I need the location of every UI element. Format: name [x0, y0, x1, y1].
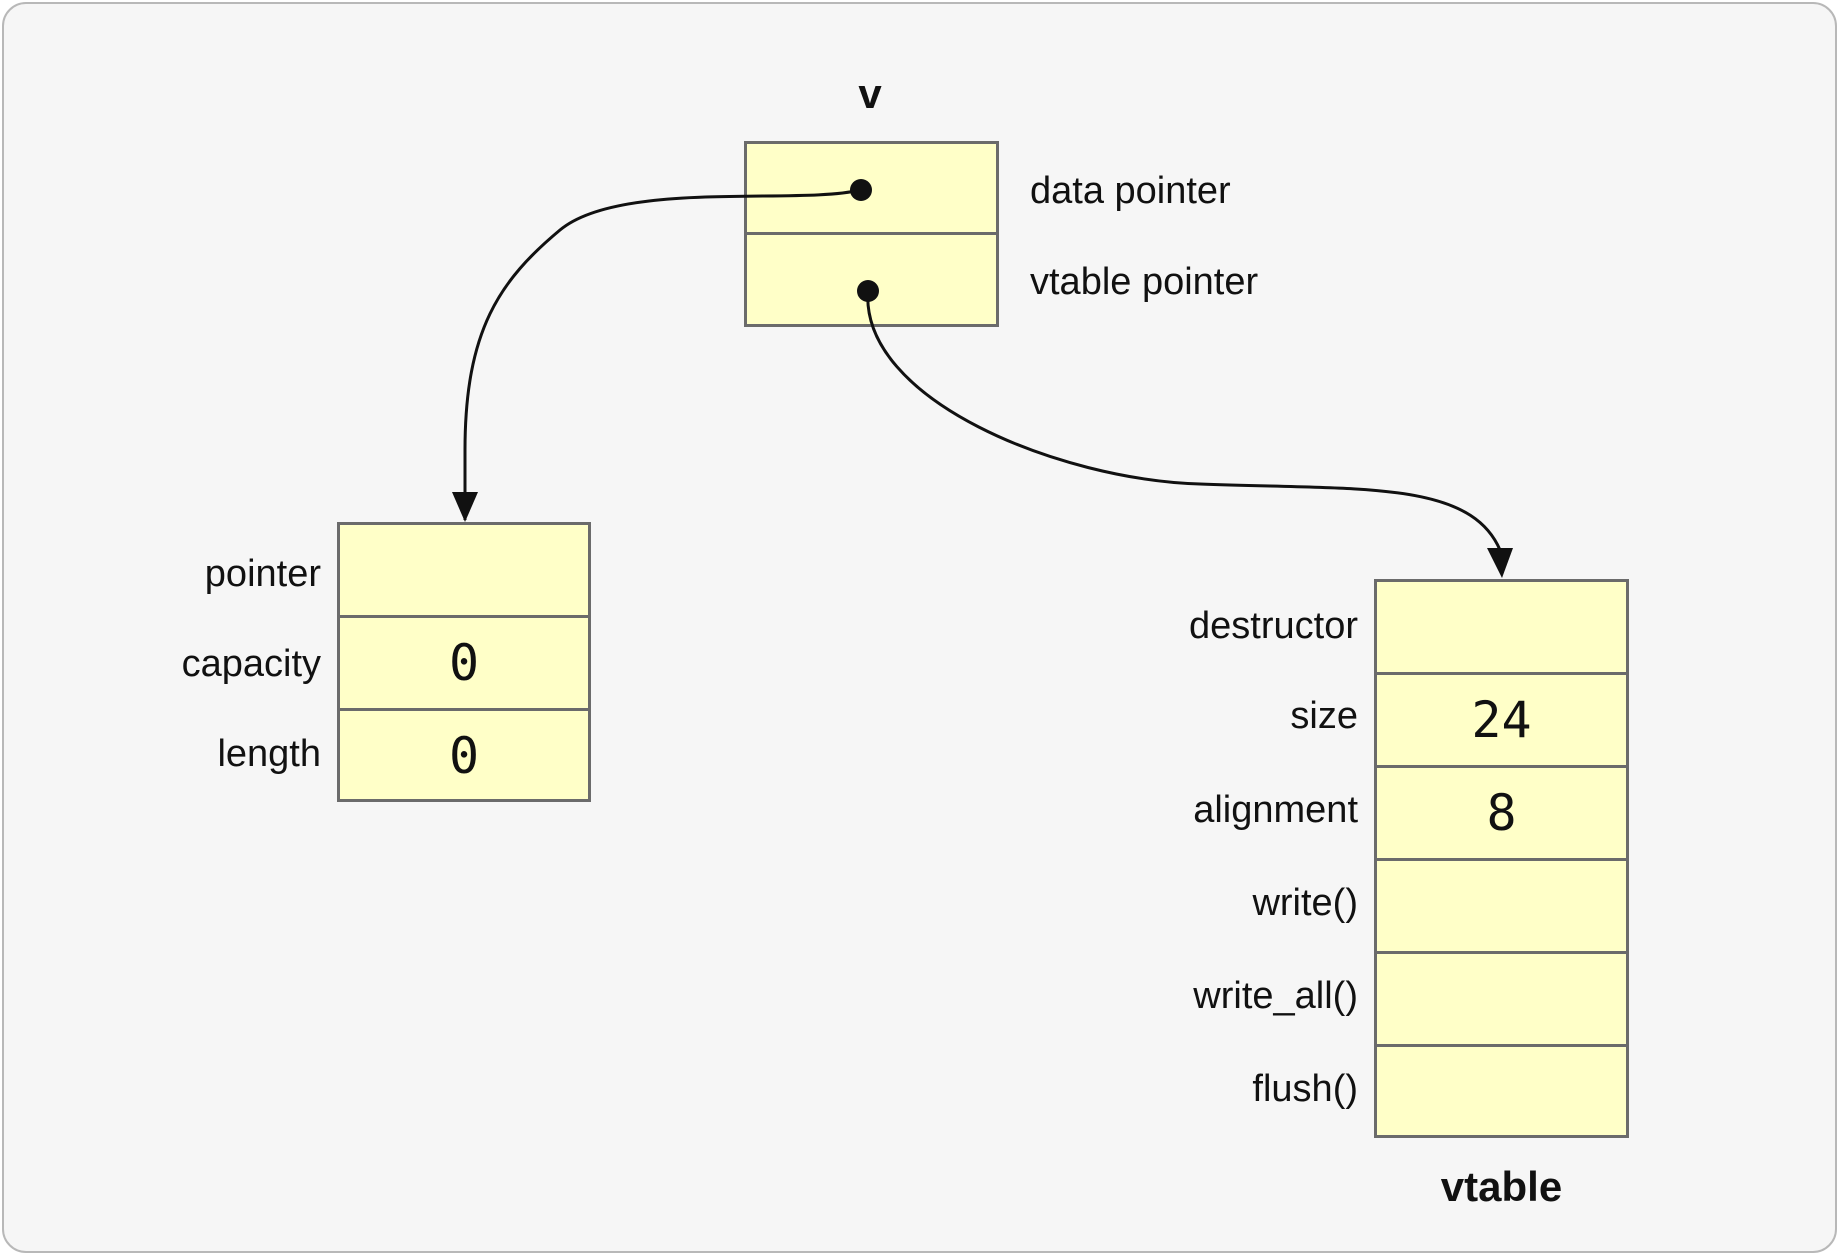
v-title: v: [858, 70, 882, 117]
write-all-label: write_all(): [1193, 975, 1358, 1017]
data-pointer-arrow: [463, 188, 861, 520]
data-pointer-arrowhead: [452, 492, 478, 522]
vtable-box: 24 8: [1374, 579, 1629, 1138]
vtable-pointer-dot: [857, 280, 879, 302]
vtable-pointer-arrow: [866, 290, 1502, 551]
length-label: length: [217, 733, 321, 775]
flush-label: flush(): [1252, 1068, 1358, 1110]
alignment-label: alignment: [1193, 789, 1358, 831]
size-value: 24: [1471, 691, 1532, 749]
vtable-divider-5: [1377, 1044, 1626, 1047]
vtable-divider-1: [1377, 672, 1626, 675]
data-pointer-dot: [850, 179, 872, 201]
vtable-divider-2: [1377, 765, 1626, 768]
destructor-label: destructor: [1189, 605, 1358, 647]
pointer-label: pointer: [204, 553, 321, 595]
data-pointer-label: data pointer: [1030, 170, 1231, 212]
data-divider-2: [340, 708, 588, 711]
vtable-title: vtable: [1440, 1163, 1563, 1210]
capacity-value: 0: [448, 634, 480, 692]
data-box: 0 0: [337, 522, 591, 802]
vtable-divider-3: [1377, 858, 1626, 861]
data-divider-1: [340, 615, 588, 618]
alignment-value: 8: [1486, 784, 1517, 842]
vtable-divider-4: [1377, 951, 1626, 954]
write-label: write(): [1252, 882, 1358, 924]
v-divider: [747, 232, 996, 235]
length-value: 0: [448, 727, 480, 785]
vtable-pointer-label: vtable pointer: [1030, 261, 1259, 303]
capacity-label: capacity: [181, 643, 321, 685]
vtable-pointer-arrowhead: [1487, 548, 1513, 578]
size-label: size: [1290, 695, 1358, 737]
